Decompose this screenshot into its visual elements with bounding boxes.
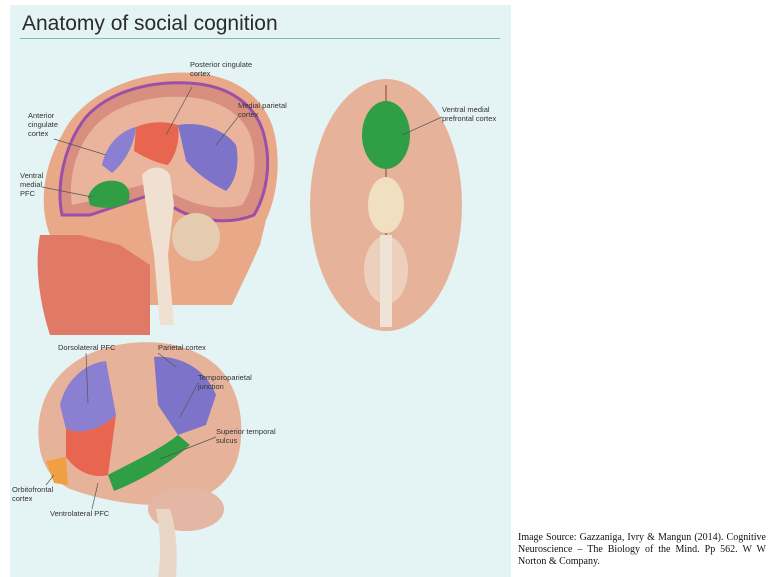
brain-illustrations xyxy=(10,5,511,577)
slide-panel: Anatomy of social cognition xyxy=(10,5,511,577)
label-ventral-medial-prefrontal: Ventral medial prefrontal cortex xyxy=(442,105,496,123)
image-source-caption: Image Source: Gazzaniga, Ivry & Mangun (… xyxy=(518,532,766,568)
label-ventrolateral-pfc: Ventrolateral PFC xyxy=(50,509,109,518)
label-anterior-cingulate: Anterior cingulate cortex xyxy=(28,111,58,138)
label-superior-temporal-sulcus: Superior temporal sulcus xyxy=(216,427,276,445)
label-parietal-cortex: Parietal cortex xyxy=(158,343,206,352)
label-ventral-medial-pfc: Ventral medial PFC xyxy=(20,171,43,198)
ventral-brain-illustration xyxy=(310,79,462,331)
label-medial-parietal: Medial parietal cortex xyxy=(238,101,287,119)
label-orbitofrontal-cortex: Orbitofrontal cortex xyxy=(12,485,53,503)
label-posterior-cingulate: Posterior cingulate cortex xyxy=(190,60,252,78)
label-temporoparietal-junction: Temporoparietal junction xyxy=(198,373,252,391)
label-dorsolateral-pfc: Dorsolateral PFC xyxy=(58,343,116,352)
